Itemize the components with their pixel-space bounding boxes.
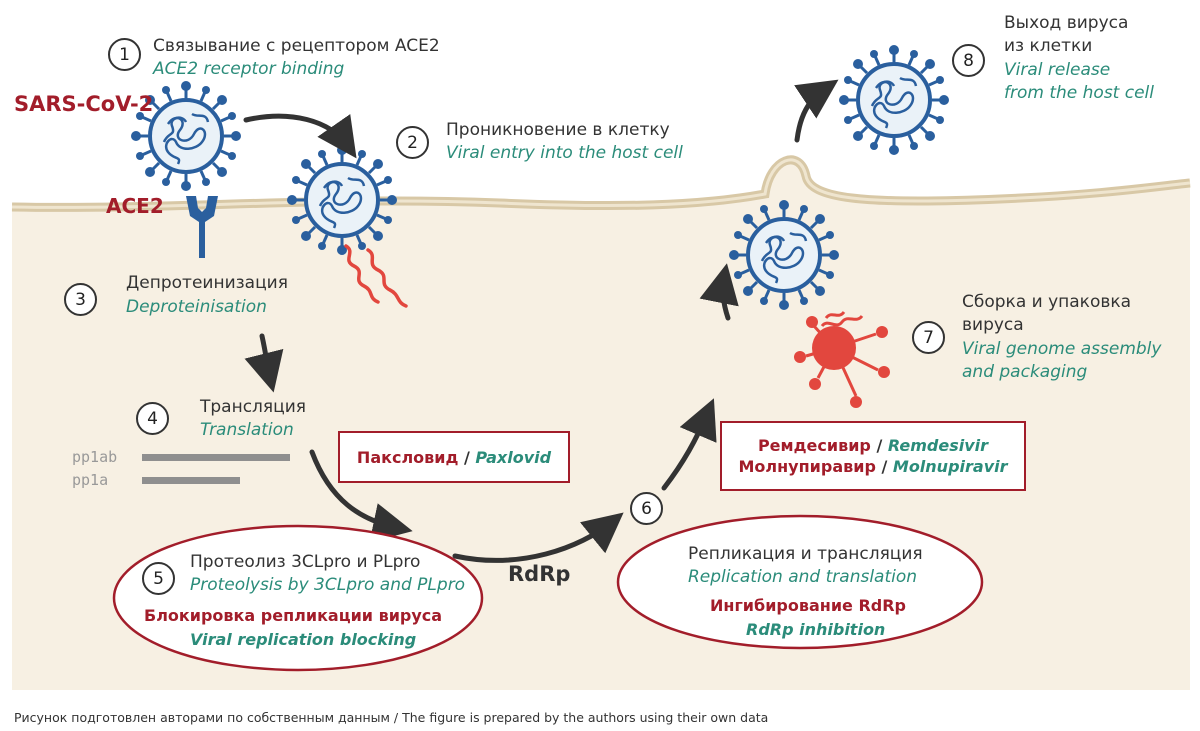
virus-assembled-icon [727,198,841,312]
viral-rna-icon [344,244,408,308]
molnupiravir-ru: Молнупиравир [738,457,876,476]
paxlovid-en: Paxlovid [475,447,552,467]
step-5-block-ru: Блокировка репликации вируса [144,606,443,625]
rdrp-label: RdRp [508,562,571,586]
step-6-ru-label: Репликация и трансляция [688,544,923,564]
step-7-en-line2: and packaging [962,362,1088,382]
ace2-receptor-icon [186,196,218,258]
step-4-ru-label: Трансляция [200,397,306,417]
virus-released-icon [837,43,951,157]
remdesivir-separator: / [870,436,888,455]
step-2-number: 2 [396,126,429,159]
step-2-ru-label: Проникновение в клетку [446,120,670,140]
arrow-to-release [794,79,839,143]
arrow-assembly-to-budding [699,263,739,321]
paxlovid-separator: / [458,447,476,467]
step-3-en-label: Deproteinisation [126,297,267,317]
step-7-number: 7 [912,321,945,354]
step-8-ru-line1: Выход вируса [1004,13,1129,33]
figure-caption: Рисунок подготовлен авторами по собствен… [14,710,769,725]
remdesivir-en: Remdesivir [887,436,989,455]
step-1-ru-label: Связывание с рецептором ACE2 [153,36,440,56]
step-1-en-label: ACE2 receptor binding [153,59,345,79]
paxlovid-box: Паксловид / Paxlovid [338,431,570,483]
step-7-ru-line2: вируса [962,315,1024,335]
step-5-number: 5 [142,562,175,595]
step-6-number: 6 [630,492,663,525]
step-8-ru-line2: из клетки [1004,36,1093,56]
replication-ellipse [616,514,984,650]
step-4-en-label: Translation [200,420,294,440]
step-3-number: 3 [64,283,97,316]
step-5-block-en: Viral replication blocking [190,630,417,649]
step-3-ru-label: Депротеинизация [126,273,288,293]
step-1-number: 1 [108,38,141,71]
molnupiravir-separator: / [875,457,893,476]
paxlovid-ru: Паксловид [356,447,459,467]
pp1ab-label: pp1ab [72,448,118,466]
step-4-number: 4 [136,402,169,435]
ace2-label: ACE2 [106,194,164,218]
diagram-canvas [11,43,1191,690]
arrow-to-translation [244,333,284,393]
step-6-block-en: RdRp inhibition [746,620,886,639]
step-7-en-line1: Viral genome assembly [962,339,1162,359]
step-7-ru-line1: Сборка и упаковка [962,292,1132,312]
step-8-en-line1: Viral release [1004,60,1111,80]
virus-entering-icon [285,143,399,257]
step-8-en-line2: from the host cell [1004,83,1154,103]
sars-cov-2-label: SARS-CoV-2 [14,92,154,116]
proteolysis-ellipse [112,524,484,672]
step-2-en-label: Viral entry into the host cell [446,143,683,163]
arrow-to-proteolysis [309,449,413,543]
step-6-block-ru: Ингибирование RdRp [710,596,906,615]
arrow-to-replication [452,512,624,563]
arrow-binding-to-entry [243,113,357,159]
step-5-ru-label: Протеолиз 3CLpro и PLpro [190,552,421,572]
pp1ab-bar [142,454,290,461]
molnupiravir-en: Molnupiravir [892,457,1008,476]
pp1a-label: pp1a [72,471,109,489]
step-5-en-label: Proteolysis by 3CLpro and PLpro [190,575,466,595]
remdesivir-ru: Ремдесивир [757,436,871,455]
pp1a-bar [142,477,240,484]
polymerase-inhibitors-box: Ремдесивир / Remdesivir Молнупиравир / M… [720,421,1026,491]
arrow-to-assembly [661,398,717,491]
assembly-particle-icon [794,310,890,408]
step-8-number: 8 [952,44,985,77]
step-6-en-label: Replication and translation [688,567,918,587]
